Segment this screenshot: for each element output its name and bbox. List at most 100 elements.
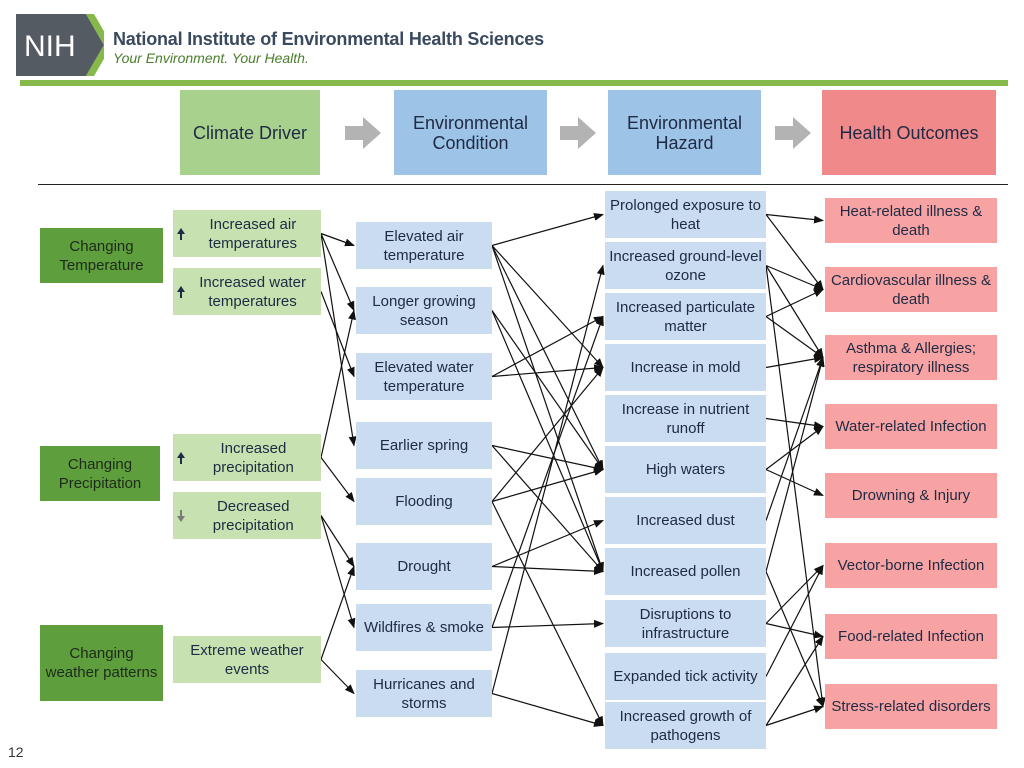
logo-text: NIH: [24, 30, 76, 63]
column-header-climate-driver: Climate Driver: [180, 90, 320, 175]
nih-logo: NIH: [16, 14, 104, 76]
hazard-increase-in-mold: Increase in mold: [605, 344, 766, 391]
connector-h9-o5: [765, 564, 824, 677]
connector-h7-o2: [765, 356, 825, 572]
connector-c5-h6: [491, 519, 604, 568]
up-arrow-icon: [177, 451, 185, 464]
connector-h8-o5: [765, 564, 824, 624]
subdriver-increased-water-temperatures: Increased water temperatures: [173, 268, 321, 315]
connector-s2-c4: [320, 457, 355, 503]
subdriver-label: Increased precipitation: [212, 439, 294, 476]
subdriver-decreased-precipitation: Decreased precipitation: [173, 492, 321, 539]
condition-longer-growing-season: Longer growing season: [356, 287, 492, 334]
condition-earlier-spring: Earlier spring: [356, 422, 492, 469]
subdriver-increased-air-temperatures: Increased air temperatures: [173, 210, 321, 257]
connector-c4-h5: [491, 468, 604, 503]
connector-s0-c3: [320, 233, 357, 447]
flow-arrow-icon: [775, 117, 811, 149]
condition-wildfires-smoke: Wildfires & smoke: [356, 604, 492, 651]
connector-h4-o3: [765, 417, 824, 430]
hazard-increased-pollen: Increased pollen: [605, 548, 766, 595]
subdriver-increased-precipitation: Increased precipitation: [173, 434, 321, 481]
driver-changing-weather-patterns: Changing weather patterns: [40, 625, 163, 701]
up-arrow-icon: [177, 285, 186, 298]
connector-h0-o0: [765, 213, 824, 224]
subdriver-extreme-weather-events: Extreme weather events: [173, 636, 321, 683]
connector-c2-h2: [491, 315, 604, 378]
up-arrow-icon: [177, 227, 185, 240]
connector-s0-c0: [320, 232, 355, 247]
connector-s4-c7: [320, 659, 355, 695]
connector-s1-c2: [320, 291, 355, 378]
connector-s3-c6: [320, 515, 356, 629]
flow-arrow-icon: [345, 117, 381, 149]
hazard-prolonged-exposure-to-heat: Prolonged exposure to heat: [605, 191, 766, 238]
column-header-environmental-condition: Environmental Condition: [394, 90, 547, 175]
hazard-increase-in-nutrient-runoff: Increase in nutrient runoff: [605, 395, 766, 442]
header-accent-bar: [20, 80, 1008, 86]
connector-c7-h1: [491, 264, 605, 694]
flow-arrow-icon: [560, 117, 596, 149]
tagline: Your Environment. Your Health.: [113, 50, 309, 66]
connector-h0-o1: [765, 214, 824, 291]
page-number: 12: [8, 744, 24, 760]
connector-s3-c5: [320, 515, 355, 568]
outcome-food-related-infection: Food-related Infection: [825, 614, 997, 659]
connector-h2-o2: [765, 316, 824, 359]
subdriver-label: Decreased precipitation: [212, 497, 294, 534]
connector-h10-o7: [765, 705, 824, 727]
connector-h1-o2: [765, 265, 824, 359]
outcome-stress-related-disorders: Stress-related disorders: [825, 684, 997, 729]
condition-flooding: Flooding: [356, 478, 492, 525]
subdriver-label: Increased water temperatures: [199, 273, 306, 310]
connector-c1-h5: [491, 310, 604, 471]
connector-h5-o4: [765, 468, 824, 497]
connector-c4-h3: [491, 366, 604, 502]
org-name: National Institute of Environmental Heal…: [113, 29, 544, 49]
outcome-water-related-infection: Water-related Infection: [825, 404, 997, 449]
condition-elevated-water-temperature: Elevated water temperature: [356, 353, 492, 400]
connector-c0-h5: [491, 245, 604, 471]
connector-c6-h8: [491, 619, 604, 629]
hazard-increased-growth-of-pathogens: Increased growth of pathogens: [605, 702, 766, 749]
connector-c5-h7: [491, 565, 604, 576]
driver-changing-precipitation: Changing Precipitation: [40, 446, 160, 501]
connector-h10-o6: [765, 635, 824, 726]
connector-c0-h3: [491, 245, 604, 369]
subdriver-label: Extreme weather events: [190, 641, 304, 678]
outcome-heat-related-illness-death: Heat-related illness & death: [825, 198, 997, 243]
connector-c2-h3: [491, 364, 604, 378]
connector-h3-o2: [765, 355, 824, 369]
outcome-asthma-allergies-respiratory: Asthma & Allergies; respiratory illness: [825, 335, 997, 380]
outcome-drowning-injury: Drowning & Injury: [825, 473, 997, 518]
down-arrow-icon: [177, 509, 186, 522]
hazard-increased-particulate-matter: Increased particulate matter: [605, 293, 766, 340]
hazard-expanded-tick-activity: Expanded tick activity: [605, 653, 766, 700]
divider-line: [38, 184, 1008, 185]
condition-elevated-air-temperature: Elevated air temperature: [356, 222, 492, 269]
connector-h2-o1: [765, 288, 824, 318]
connector-h8-o6: [765, 622, 824, 639]
hazard-high-waters: High waters: [605, 446, 766, 493]
hazard-increased-dust: Increased dust: [605, 497, 766, 544]
connector-h1-o1: [765, 264, 824, 291]
hazard-disruptions-to-infrastructure: Disruptions to infrastructure: [605, 600, 766, 647]
condition-hurricanes-storms: Hurricanes and storms: [356, 670, 492, 717]
connector-c0-h0: [491, 213, 604, 247]
outcome-cardiovascular-illness-death: Cardiovascular illness & death: [825, 267, 997, 312]
column-header-environmental-hazard: Environmental Hazard: [608, 90, 761, 175]
connector-s2-c1: [320, 309, 356, 458]
column-header-health-outcomes: Health Outcomes: [822, 90, 996, 175]
driver-changing-temperature: Changing Temperature: [40, 228, 163, 283]
subdriver-label: Increased air temperatures: [208, 215, 298, 252]
connector-h6-o2: [765, 356, 824, 521]
connector-c3-h5: [491, 444, 604, 472]
connector-c0-h7: [491, 245, 604, 573]
connector-c4-h10: [491, 501, 604, 727]
connector-h5-o3: [765, 425, 824, 470]
connector-s0-c1: [320, 233, 355, 312]
hazard-increased-ground-level-ozone: Increased ground-level ozone: [605, 242, 766, 289]
condition-drought: Drought: [356, 543, 492, 590]
connector-h7-o7: [765, 571, 824, 708]
connector-s4-c5: [320, 565, 355, 660]
